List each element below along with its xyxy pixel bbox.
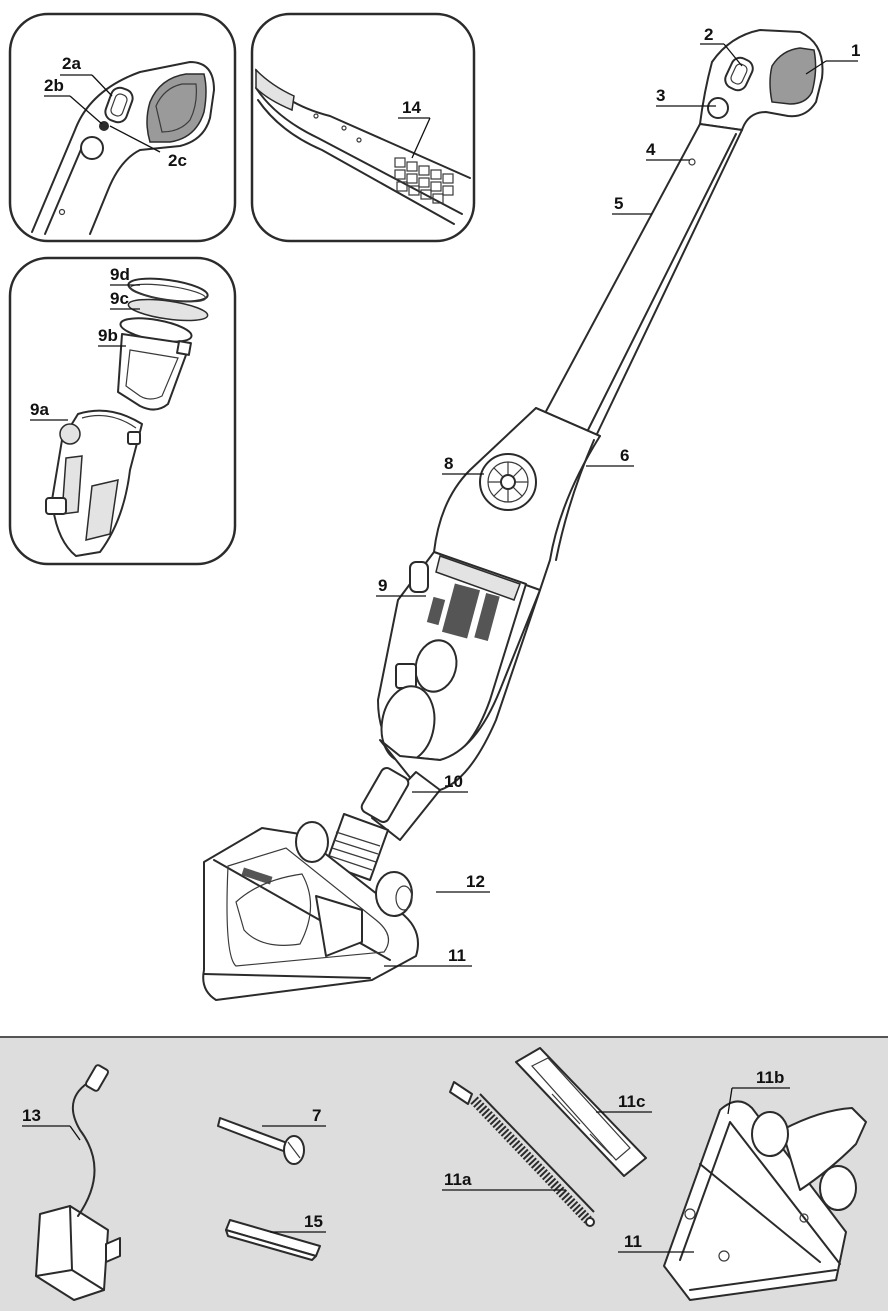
bracket-drawing [515,1047,647,1177]
callout-4: 4 [646,140,656,159]
callout-3: 3 [656,86,665,105]
callout-12: 12 [466,872,485,891]
callout-9: 9 [378,576,387,595]
callout-9c: 9c [110,289,129,308]
callout-9b: 9b [98,326,118,345]
callout-1: 1 [851,41,860,60]
callout-11b: 11b [756,1068,784,1087]
callout-2a: 2a [62,54,81,73]
callout-11: 11 [448,946,466,965]
callout-2b: 2b [44,76,64,95]
callout-8: 8 [444,454,453,473]
detail-panel-dust-container [8,256,237,566]
clip-drawing [225,1219,321,1261]
callout-11-accessory: 11 [624,1232,642,1251]
callout-2: 2 [704,25,713,44]
callout-7: 7 [312,1106,321,1125]
callout-2c: 2c [168,151,187,170]
callout-14: 14 [402,98,421,117]
screw-drawing [217,1117,305,1165]
callout-9d: 9d [110,265,130,284]
callout-15: 15 [304,1212,323,1231]
detail-panel-battery [250,12,476,243]
callout-11a: 11a [444,1170,472,1189]
leader-lines [22,43,858,1253]
detail-panel-handle [8,12,237,243]
floor-head-underside-drawing [663,1100,867,1301]
callout-10: 10 [444,772,463,791]
vacuum-main-drawing [202,29,824,1001]
callout-5: 5 [614,194,623,213]
callout-11c: 11c [618,1092,645,1111]
charger-drawing [35,1064,121,1301]
callout-13: 13 [22,1106,41,1125]
callout-9a: 9a [30,400,49,419]
callout-6: 6 [620,446,629,465]
brush-roll-drawing [449,1081,595,1227]
